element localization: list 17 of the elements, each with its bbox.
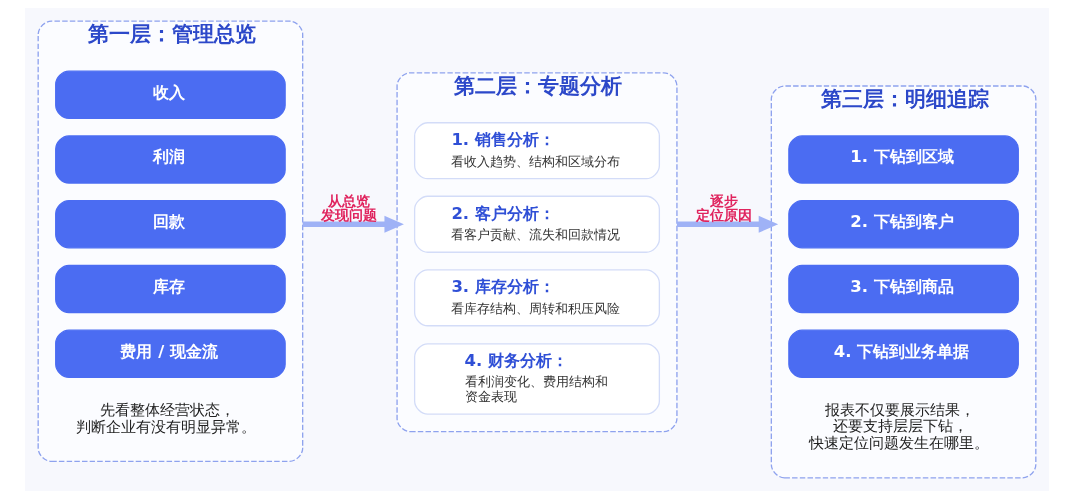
node-box: 回款 bbox=[55, 200, 286, 249]
node-box: 1. 下钻到区域 bbox=[788, 135, 1019, 184]
node-box: 4. 下钻到业务单据 bbox=[788, 329, 1019, 379]
node-box: 2. 客户分析： 看客户贡献、流失和回款情况 bbox=[413, 195, 661, 253]
node-box: 利润 bbox=[55, 135, 286, 184]
arrow bbox=[676, 215, 779, 233]
edge-label: 逐步定位原因 bbox=[695, 193, 752, 224]
node-box: 3. 库存分析： 看库存结构、周转和积压风险 bbox=[413, 269, 661, 327]
node-box: 库存 bbox=[55, 264, 286, 314]
node-box: 2. 下钻到客户 bbox=[788, 200, 1019, 249]
node-box: 4. 财务分析： 看利润变化、费用结构和资金表现 bbox=[413, 343, 661, 415]
arrow bbox=[302, 215, 404, 233]
edge-label: 从总览发现问题 bbox=[321, 193, 378, 224]
node-box: 1. 销售分析： 看收入趋势、结构和区域分布 bbox=[413, 122, 661, 180]
node-box: 收入 bbox=[55, 70, 286, 119]
node-box: 3. 下钻到商品 bbox=[788, 264, 1019, 314]
node-box: 费用 / 现金流 bbox=[55, 329, 286, 379]
